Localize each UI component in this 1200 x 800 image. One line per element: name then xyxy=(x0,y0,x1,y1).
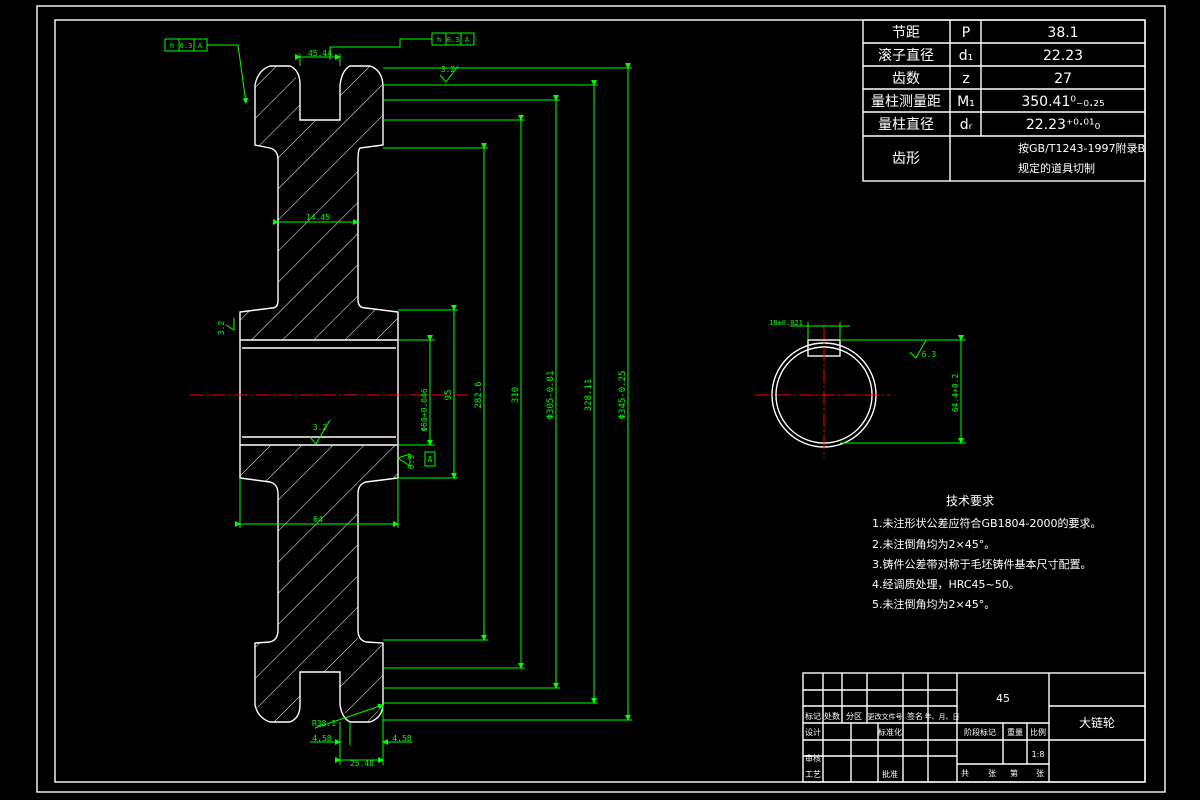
param-symbol: z xyxy=(962,71,969,87)
lower-section-hatch xyxy=(240,445,398,722)
roughness-symbol xyxy=(439,65,459,83)
drawing-outer-border xyxy=(36,5,1166,793)
tb-stage: 阶段标记 xyxy=(964,727,996,737)
tb-label: 签名 xyxy=(907,711,923,721)
parameter-table: 节距 P 38.1 滚子直径 d₁ 22.23 齿数 z 27 量柱测量距 M₁… xyxy=(862,19,1146,182)
param-symbol: dᵣ xyxy=(960,117,973,133)
tech-req-item: 5.未注倒角均为2×45°。 xyxy=(872,597,995,611)
svg-text:A: A xyxy=(198,42,203,50)
dim-text-d5: Φ345-0.25 xyxy=(618,371,628,420)
param-value: 350.41⁰₋₀.₂₅ xyxy=(1021,94,1104,110)
param-value: 27 xyxy=(1054,71,1072,87)
roughness-bore: 3.2 xyxy=(313,423,328,432)
param-name: 齿数 xyxy=(892,71,920,87)
datum-a-label: A xyxy=(428,455,433,464)
param-name: 齿形 xyxy=(892,151,920,167)
tb-label: 分区 xyxy=(846,712,862,721)
sprocket-section-view xyxy=(190,65,470,723)
tech-req-item: 2.未注倒角均为2×45°。 xyxy=(872,537,995,551)
dim-text-d4: 328.11 xyxy=(584,379,594,412)
dim-text-web: 14.45 xyxy=(306,213,330,222)
roughness-symbol xyxy=(396,453,411,467)
roughness-key: 6.3 xyxy=(922,350,937,359)
dim-text-bore: Φ60+0.046 xyxy=(420,388,429,432)
tb-label: 处数 xyxy=(824,711,840,721)
tech-req-title: 技术要求 xyxy=(946,494,994,508)
param-symbol: M₁ xyxy=(957,94,975,110)
svg-text:h: h xyxy=(437,36,441,44)
param-name: 节距 xyxy=(892,25,920,41)
tb-sheet-label: 张 xyxy=(988,769,996,778)
tb-weight: 重量 xyxy=(1007,727,1023,737)
dim-text-chamfer-right: 4.58 xyxy=(392,734,411,743)
dim-text-hub-width: 64 xyxy=(313,515,323,524)
tb-label: 标记 xyxy=(805,711,821,721)
dim-text-key-depth: 64.4+0.2 xyxy=(951,374,960,413)
upper-section-hatch xyxy=(240,66,398,340)
param-symbol: d₁ xyxy=(959,48,974,64)
tb-scale-value: 1:8 xyxy=(1032,750,1045,759)
svg-text:A: A xyxy=(465,36,470,44)
dim-text-d2: 310 xyxy=(511,387,521,403)
tech-req-item: 3.铸件公差带对称于毛坯铸件基本尺寸配置。 xyxy=(872,557,1092,571)
param-symbol: P xyxy=(962,25,970,41)
title-block: 45 大链轮 标记 处数 分区 更改文件号 签名 年、月、日 设计 标准化 审核… xyxy=(802,672,1146,783)
tb-process: 工艺 xyxy=(805,770,821,779)
roughness-symbol xyxy=(909,339,927,359)
roughness-top: 3.2 xyxy=(441,65,456,74)
param-name: 滚子直径 xyxy=(878,47,934,64)
tolerance-frame-right: h 0.3 A xyxy=(329,32,475,60)
tb-label: 更改文件号 xyxy=(868,712,903,721)
tech-req-item: 1.未注形状公差应符合GB1804-2000的要求。 xyxy=(872,516,1102,530)
param-name: 量柱直径 xyxy=(878,116,934,133)
upper-section-outline xyxy=(239,65,399,340)
main-view-dimensions: Φ345-0.25 328.11 Φ305-0.81 310 282.6 95 … xyxy=(164,32,632,768)
lower-section-outline xyxy=(239,445,399,723)
tb-sheet-label: 共 xyxy=(961,769,969,778)
param-value: 22.23⁺⁰·⁰¹₀ xyxy=(1026,117,1101,133)
param-value: 按GB/T1243-1997附录B xyxy=(1018,141,1145,155)
param-name: 量柱测量距 xyxy=(871,94,941,110)
leader-radius xyxy=(314,703,384,729)
dim-text-tooth-bottom: 25.48 xyxy=(350,759,374,768)
svg-text:0.3: 0.3 xyxy=(180,42,193,50)
svg-text:0.3: 0.3 xyxy=(447,36,460,44)
tb-part-name: 大链轮 xyxy=(1079,715,1115,730)
drawing-inner-border xyxy=(54,19,1146,783)
tb-review: 审核 xyxy=(805,753,821,763)
dim-text-top-width: 45.44 xyxy=(308,49,332,58)
param-value-line2: 规定的道具切制 xyxy=(1018,161,1095,175)
tb-approve: 批准 xyxy=(882,769,898,779)
tech-req-item: 4.经调质处理，HRC45~50。 xyxy=(872,578,1020,591)
tb-sheet-label: 第 xyxy=(1010,768,1018,778)
tb-label: 年、月、日 xyxy=(925,712,960,721)
tech-requirements: 技术要求 1.未注形状公差应符合GB1804-2000的要求。 2.未注倒角均为… xyxy=(872,494,1102,611)
roughness-symbol xyxy=(309,419,331,445)
tb-material: 45 xyxy=(996,692,1010,705)
tb-scale-label: 比例 xyxy=(1030,727,1046,737)
datum-a-box xyxy=(424,451,436,467)
roughness-hub: 6.3 xyxy=(407,455,416,470)
dim-text-d1: 282.6 xyxy=(474,381,484,408)
hub-keyway-view: 18±0.021 64.4+0.2 6.3 xyxy=(755,319,966,458)
dim-text-chamfer-left: 4.58 xyxy=(312,734,331,743)
roughness-left: 3.2 xyxy=(217,321,226,336)
dim-text-radius: R38.1 xyxy=(312,719,336,728)
tb-sheet-label: 张 xyxy=(1036,769,1044,778)
param-value: 22.23 xyxy=(1043,48,1083,64)
tb-standardize: 标准化 xyxy=(878,727,902,737)
svg-text:h: h xyxy=(170,42,174,50)
param-value: 38.1 xyxy=(1047,25,1078,41)
tolerance-frame-left: h 0.3 A xyxy=(164,38,249,104)
dim-text-hub: 95 xyxy=(444,390,454,401)
dim-text-key-width: 18±0.021 xyxy=(769,319,803,327)
tb-designer: 设计 xyxy=(805,727,821,737)
roughness-symbol xyxy=(225,318,235,331)
dim-text-d3: Φ305-0.81 xyxy=(546,371,556,420)
